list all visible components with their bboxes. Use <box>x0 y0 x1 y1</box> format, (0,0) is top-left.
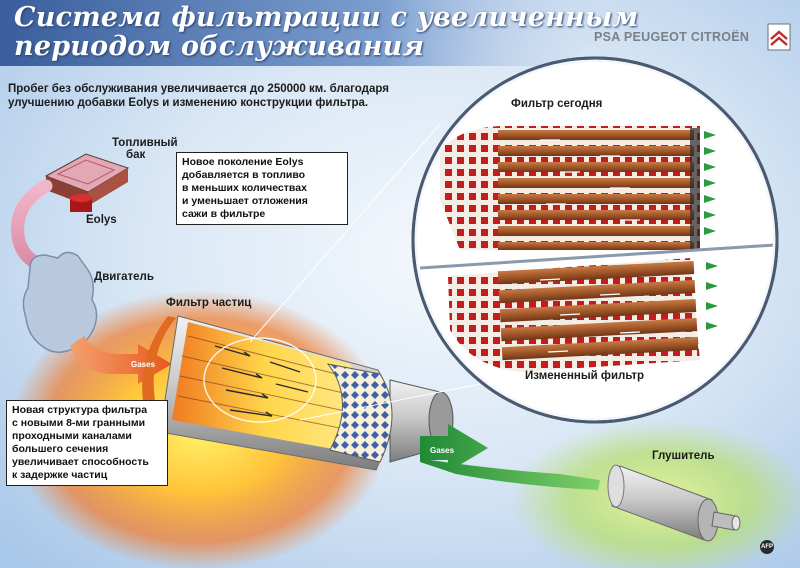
gases-out-label: Gases <box>430 446 455 455</box>
muffler-cylinder <box>607 464 741 542</box>
callout-line: добавляется в топливо <box>182 169 306 181</box>
callout-line: Новая структура фильтра <box>12 404 148 416</box>
intro-line-1: Пробег без обслуживания увеличивается до… <box>8 83 389 95</box>
fuel-tank-label-line2: бак <box>126 149 146 161</box>
callout-line: проходными каналами <box>12 430 132 442</box>
modified-filter-label: Измененный фильтр <box>525 370 645 382</box>
green-arrows-today <box>704 131 716 235</box>
channels-today <box>498 130 694 250</box>
brand-name: PSA PEUGEOT CITROËN <box>594 30 750 44</box>
gases-in-label: Gases <box>131 360 156 369</box>
callout-line: большего сечения <box>12 443 109 455</box>
callout-line: Новое поколение Eolys <box>182 156 304 168</box>
zoom-line-bottom <box>299 383 481 421</box>
title-band <box>0 0 640 66</box>
particle-filter-assembly <box>142 315 454 471</box>
engine-silhouette <box>22 251 98 353</box>
callout-line: с новыми 8-ми гранными <box>12 417 146 429</box>
page-title-line2: периодом обслуживания <box>14 31 425 62</box>
callout-line: в меньших количествах <box>182 182 307 194</box>
gas-out-arrow <box>420 424 600 490</box>
green-arrows-modified <box>706 262 718 330</box>
agency-logo: AFP <box>760 540 774 554</box>
structure-callout: Новая структура фильтра с новыми 8-ми гр… <box>6 400 168 486</box>
magnified-filter-view <box>411 56 779 424</box>
callout-line: и уменьшает отложения <box>182 195 308 207</box>
fuel-tank-label-line1: Топливный <box>112 137 178 149</box>
fuel-tank <box>44 153 130 212</box>
double-chevron-logo <box>767 23 791 51</box>
intro-text: Пробег без обслуживания увеличивается до… <box>8 82 448 110</box>
callout-line: сажи в фильтре <box>182 208 266 220</box>
fuel-tank-label: Топливный бак <box>112 137 178 161</box>
filter-channel-arrows <box>214 345 309 417</box>
zoom-line-top <box>249 123 441 343</box>
filter-today-label: Фильтр сегодня <box>511 98 603 110</box>
callout-line: увеличивает способность <box>12 456 149 468</box>
engine-label: Двигатель <box>94 271 154 283</box>
channels-modified <box>497 261 699 361</box>
page-title: Система фильтрации с увеличенным <box>14 2 639 33</box>
eolys-callout: Новое поколение Eolys добавляется в топл… <box>176 152 348 225</box>
intro-line-2: улучшению добавки Eolys и изменению конс… <box>8 97 369 109</box>
flow-arrows-today <box>540 139 640 221</box>
muffler-label: Глушитель <box>652 450 715 462</box>
flow-arrows-modified <box>539 278 641 353</box>
eolys-label: Eolys <box>86 214 117 226</box>
particle-filter-label: Фильтр частиц <box>166 297 252 309</box>
callout-line: к задержке частиц <box>12 469 108 481</box>
